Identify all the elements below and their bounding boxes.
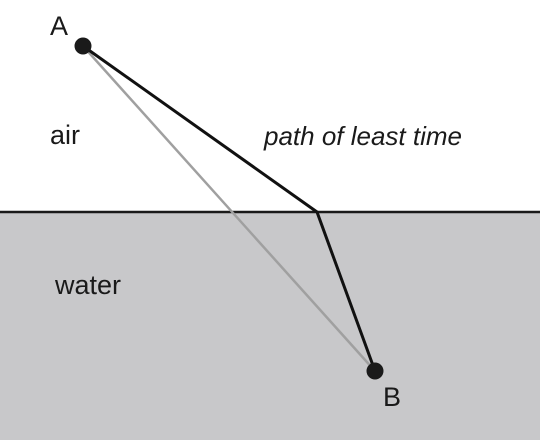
air-region bbox=[0, 0, 540, 212]
refracted-path bbox=[82, 44, 377, 372]
air-label: air bbox=[50, 120, 80, 150]
point-b-marker bbox=[366, 362, 384, 380]
path-of-least-time-label: path of least time bbox=[263, 121, 462, 151]
point-b-label: B bbox=[383, 382, 401, 412]
straight-line-path bbox=[82, 45, 376, 372]
water-label: water bbox=[54, 270, 121, 300]
water-region bbox=[0, 212, 540, 440]
point-a-label: A bbox=[50, 11, 68, 41]
point-a-marker bbox=[74, 37, 92, 55]
